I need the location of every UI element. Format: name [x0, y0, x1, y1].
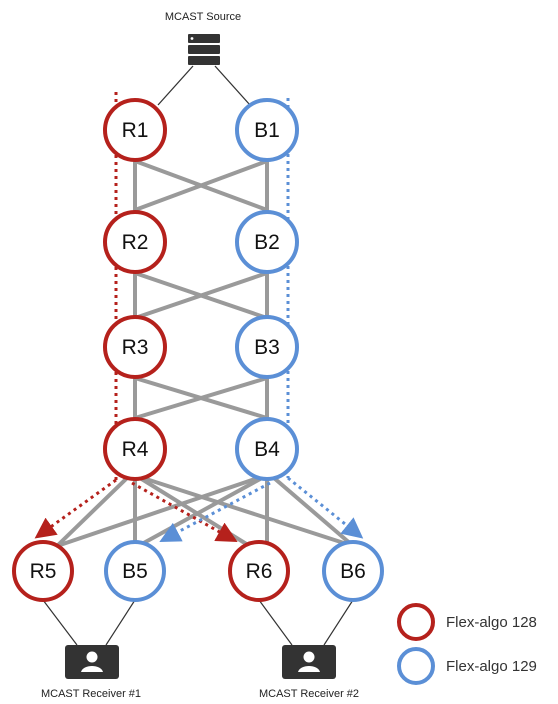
node-b1[interactable]: B1: [235, 98, 299, 162]
node-r4[interactable]: R4: [103, 417, 167, 481]
receiver-label: MCAST Receiver #2: [259, 688, 359, 700]
source-label: MCAST Source: [165, 11, 241, 23]
flex-algo-129-path: [159, 98, 364, 542]
node-label: B5: [122, 560, 148, 583]
link-b1-r2: [133, 159, 269, 212]
leaf-links: [56, 476, 354, 547]
link-r4-r5: [56, 476, 129, 547]
node-label: R5: [30, 560, 57, 583]
link-source-r1: [157, 65, 194, 106]
node-r5[interactable]: R5: [12, 540, 74, 602]
node-label: R2: [122, 231, 149, 254]
legend-item-128: Flex-algo 128: [397, 603, 537, 641]
link-r4-b6: [141, 476, 352, 547]
node-r2[interactable]: R2: [103, 210, 167, 274]
node-r3[interactable]: R3: [103, 315, 167, 379]
node-b3[interactable]: B3: [235, 315, 299, 379]
node-label: B4: [254, 438, 280, 461]
node-label: R6: [246, 560, 273, 583]
receiver-1[interactable]: MCAST Receiver #1: [41, 645, 141, 700]
link-b2-r3: [133, 271, 269, 320]
node-label: R3: [122, 336, 149, 359]
receiver-2[interactable]: MCAST Receiver #2: [259, 645, 359, 700]
legend-label: Flex-algo 128: [446, 614, 537, 631]
node-label: B2: [254, 231, 280, 254]
legend-item-129: Flex-algo 129: [397, 647, 537, 685]
legend-label: Flex-algo 129: [446, 658, 537, 675]
receiver-links: [42, 599, 354, 646]
link-source-b1: [214, 65, 251, 106]
node-label: B6: [340, 560, 366, 583]
node-label: B3: [254, 336, 280, 359]
link-b4-b6: [272, 476, 354, 547]
node-b4[interactable]: B4: [235, 417, 299, 481]
node-label: B1: [254, 119, 280, 142]
receiver-label: MCAST Receiver #1: [41, 688, 141, 700]
link-b4-r5: [58, 476, 260, 547]
flex-algo-128-path: [34, 92, 238, 543]
node-b6[interactable]: B6: [322, 540, 384, 602]
node-label: R4: [122, 438, 149, 461]
server-icon: [188, 34, 220, 65]
link-b3-r4: [133, 376, 269, 420]
legend: Flex-algo 128 Flex-algo 129: [397, 603, 537, 685]
node-label: R1: [122, 119, 149, 142]
core-links: [133, 159, 269, 420]
node-b2[interactable]: B2: [235, 210, 299, 274]
node-r1[interactable]: R1: [103, 98, 167, 162]
node-r6[interactable]: R6: [228, 540, 290, 602]
node-b5[interactable]: B5: [104, 540, 166, 602]
